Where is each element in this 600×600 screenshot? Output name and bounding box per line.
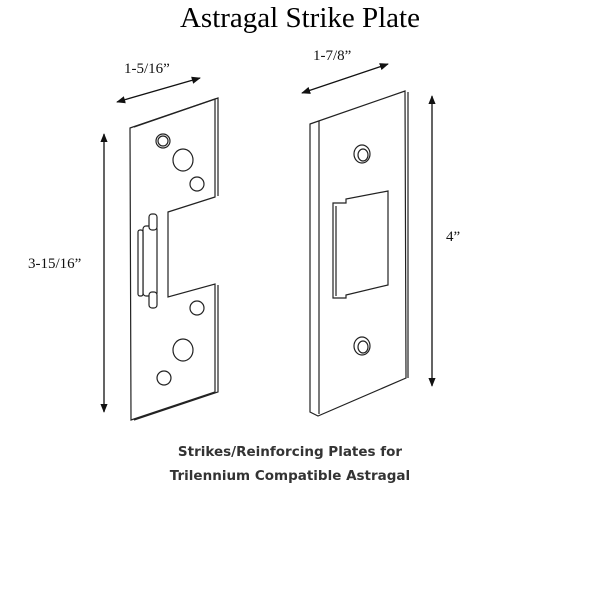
- right-height-label: 4”: [446, 229, 461, 245]
- caption-line-1: Strikes/Reinforcing Plates for: [177, 444, 403, 460]
- left-width-arrow: [116, 76, 201, 104]
- page-title: Astragal Strike Plate: [179, 2, 420, 34]
- caption-line-2: Trilennium Compatible Astragal: [169, 468, 411, 484]
- left-reinforcing-plate: [129, 97, 219, 421]
- left-width-label: 1-5/16”: [124, 61, 170, 77]
- left-height-label: 3-15/16”: [28, 256, 82, 272]
- right-width-arrow: [301, 63, 389, 94]
- right-strike-plate: [309, 90, 409, 417]
- caption: Strikes/Reinforcing Plates for Trilenniu…: [130, 440, 450, 488]
- right-width-label: 1-7/8”: [313, 48, 352, 64]
